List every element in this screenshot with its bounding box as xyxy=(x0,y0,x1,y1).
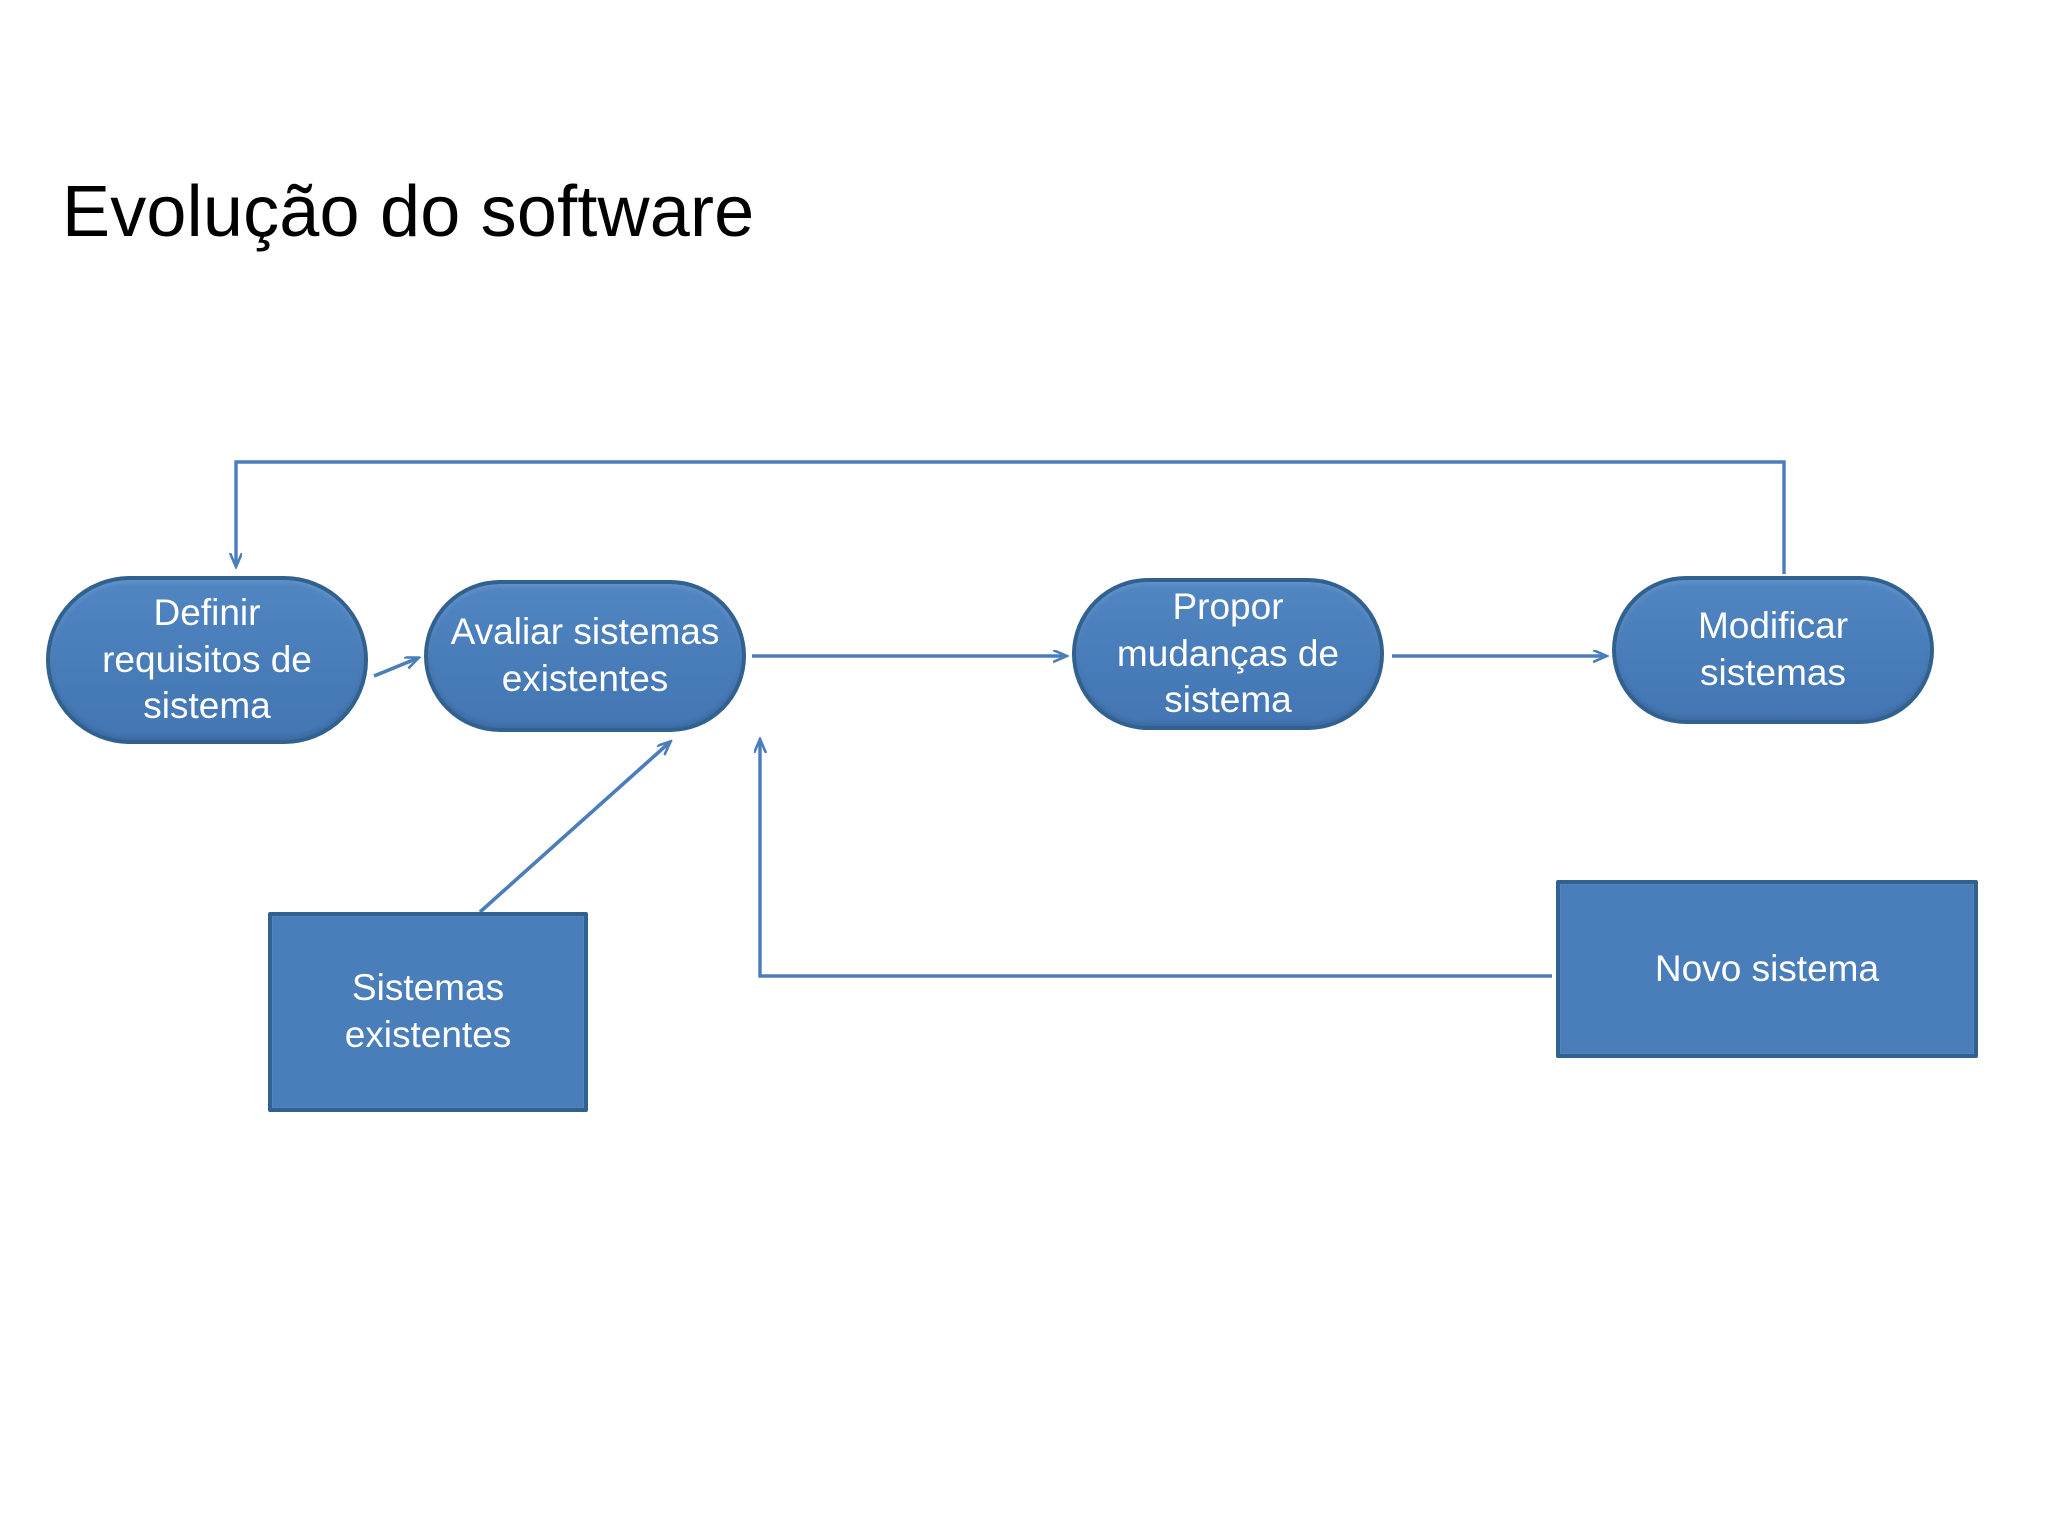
page-title: Evolução do software xyxy=(62,172,755,252)
node-label: Sistemas existentes xyxy=(344,967,512,1055)
node-label: Modificar sistemas xyxy=(1697,605,1849,693)
node-definir-requisitos-de-sistema[interactable]: Definir requisitos de sistema xyxy=(46,576,368,744)
node-avaliar-sistemas-existentes[interactable]: Avaliar sistemas existentes xyxy=(424,580,746,732)
edge-modificar-to-definir xyxy=(236,460,1786,574)
node-modificar-sistemas[interactable]: Modificar sistemas xyxy=(1612,576,1934,724)
edge-novo-sistema-to-avaliar xyxy=(760,740,1552,978)
node-label: Definir requisitos de sistema xyxy=(102,592,312,727)
node-label: Propor mudanças de sistema xyxy=(1116,586,1340,721)
node-novo-sistema[interactable]: Novo sistema xyxy=(1556,880,1978,1058)
node-label: Avaliar sistemas existentes xyxy=(450,611,720,699)
edge-definir-to-avaliar xyxy=(373,658,418,678)
edge-sistemas-existentes-to-avaliar xyxy=(478,742,670,914)
node-label: Novo sistema xyxy=(1654,947,1880,989)
node-propor-mudancas-de-sistema[interactable]: Propor mudanças de sistema xyxy=(1072,578,1384,730)
node-sistemas-existentes[interactable]: Sistemas existentes xyxy=(268,912,588,1112)
